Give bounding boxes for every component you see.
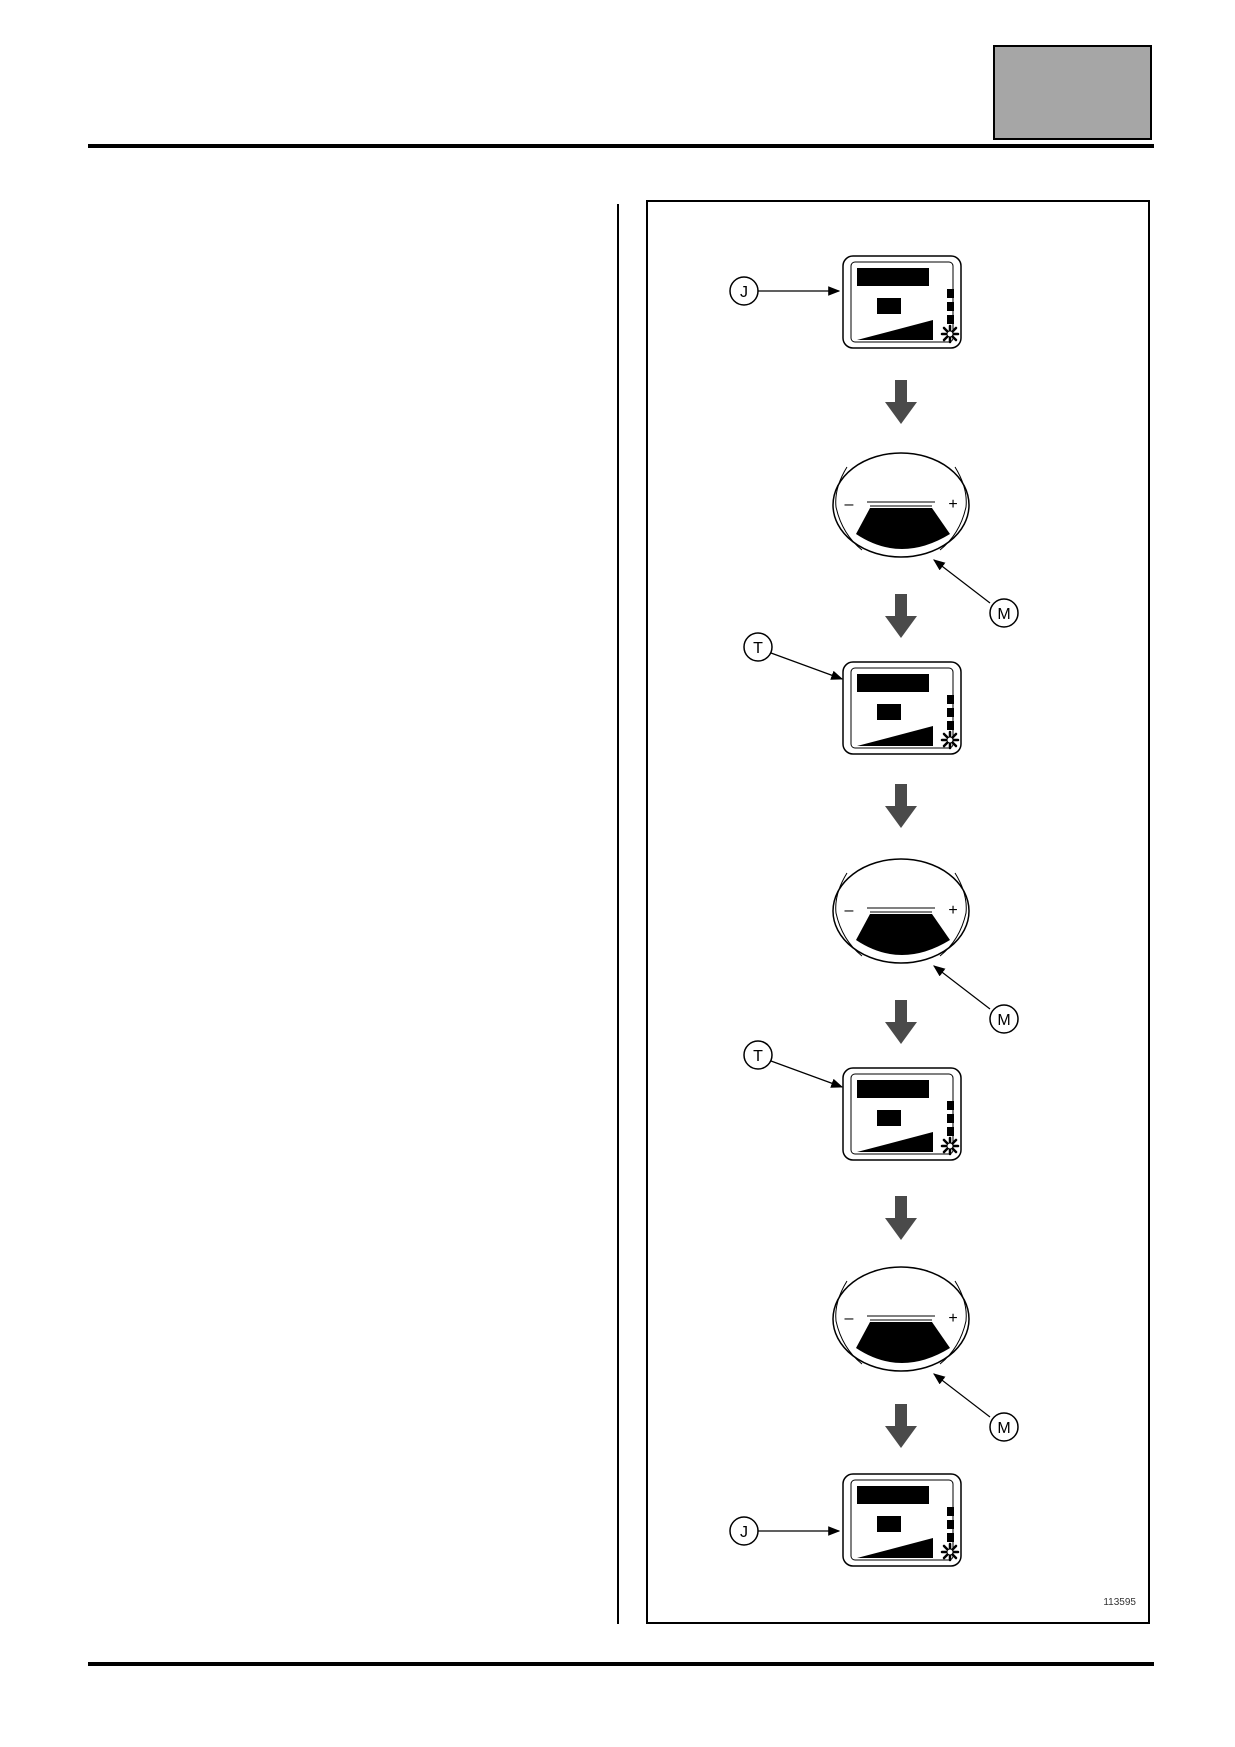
- down-arrow-6: [885, 1404, 917, 1448]
- minus-label: –: [845, 902, 854, 919]
- callout-j-bottom: J: [729, 1516, 841, 1546]
- down-arrow-2: [885, 594, 917, 638]
- lcd-display-3: [841, 1066, 963, 1162]
- section-tab-box: [993, 45, 1152, 140]
- column-divider: [617, 204, 619, 1624]
- callout-j-bottom-label: J: [740, 1524, 748, 1541]
- minus-label: –: [845, 1310, 854, 1327]
- figure-reference-number: 113595: [1103, 1597, 1136, 1608]
- callout-t-2-label: T: [753, 1048, 763, 1065]
- callout-m-2: M: [933, 965, 1019, 1034]
- plus-label: +: [948, 1310, 957, 1327]
- lcd-display-4: [841, 1472, 963, 1568]
- down-arrow-1: [885, 380, 917, 424]
- footer-rule: [88, 1662, 1154, 1666]
- callout-m-1: M: [933, 559, 1019, 628]
- callout-t-2: T: [743, 1040, 844, 1088]
- down-arrow-4: [885, 1000, 917, 1044]
- callout-m-2-label: M: [997, 1012, 1010, 1029]
- callout-t-1-label: T: [753, 640, 763, 657]
- lcd-display-1: [841, 254, 963, 350]
- plus-label: +: [948, 902, 957, 919]
- callout-t-1: T: [743, 632, 844, 680]
- callout-m-3: M: [933, 1373, 1019, 1442]
- plus-label: +: [948, 496, 957, 513]
- callout-j-top: J: [729, 276, 841, 306]
- callout-m-3-label: M: [997, 1420, 1010, 1437]
- header-rule: [88, 144, 1154, 148]
- callout-m-1-label: M: [997, 606, 1010, 623]
- down-arrow-5: [885, 1196, 917, 1240]
- callout-j-top-label: J: [740, 284, 748, 301]
- procedure-diagram: J – + M T – + M: [729, 254, 1019, 1568]
- down-arrow-3: [885, 784, 917, 828]
- lcd-display-2: [841, 660, 963, 756]
- figure-frame: J – + M T – + M: [646, 200, 1150, 1624]
- minus-label: –: [845, 496, 854, 513]
